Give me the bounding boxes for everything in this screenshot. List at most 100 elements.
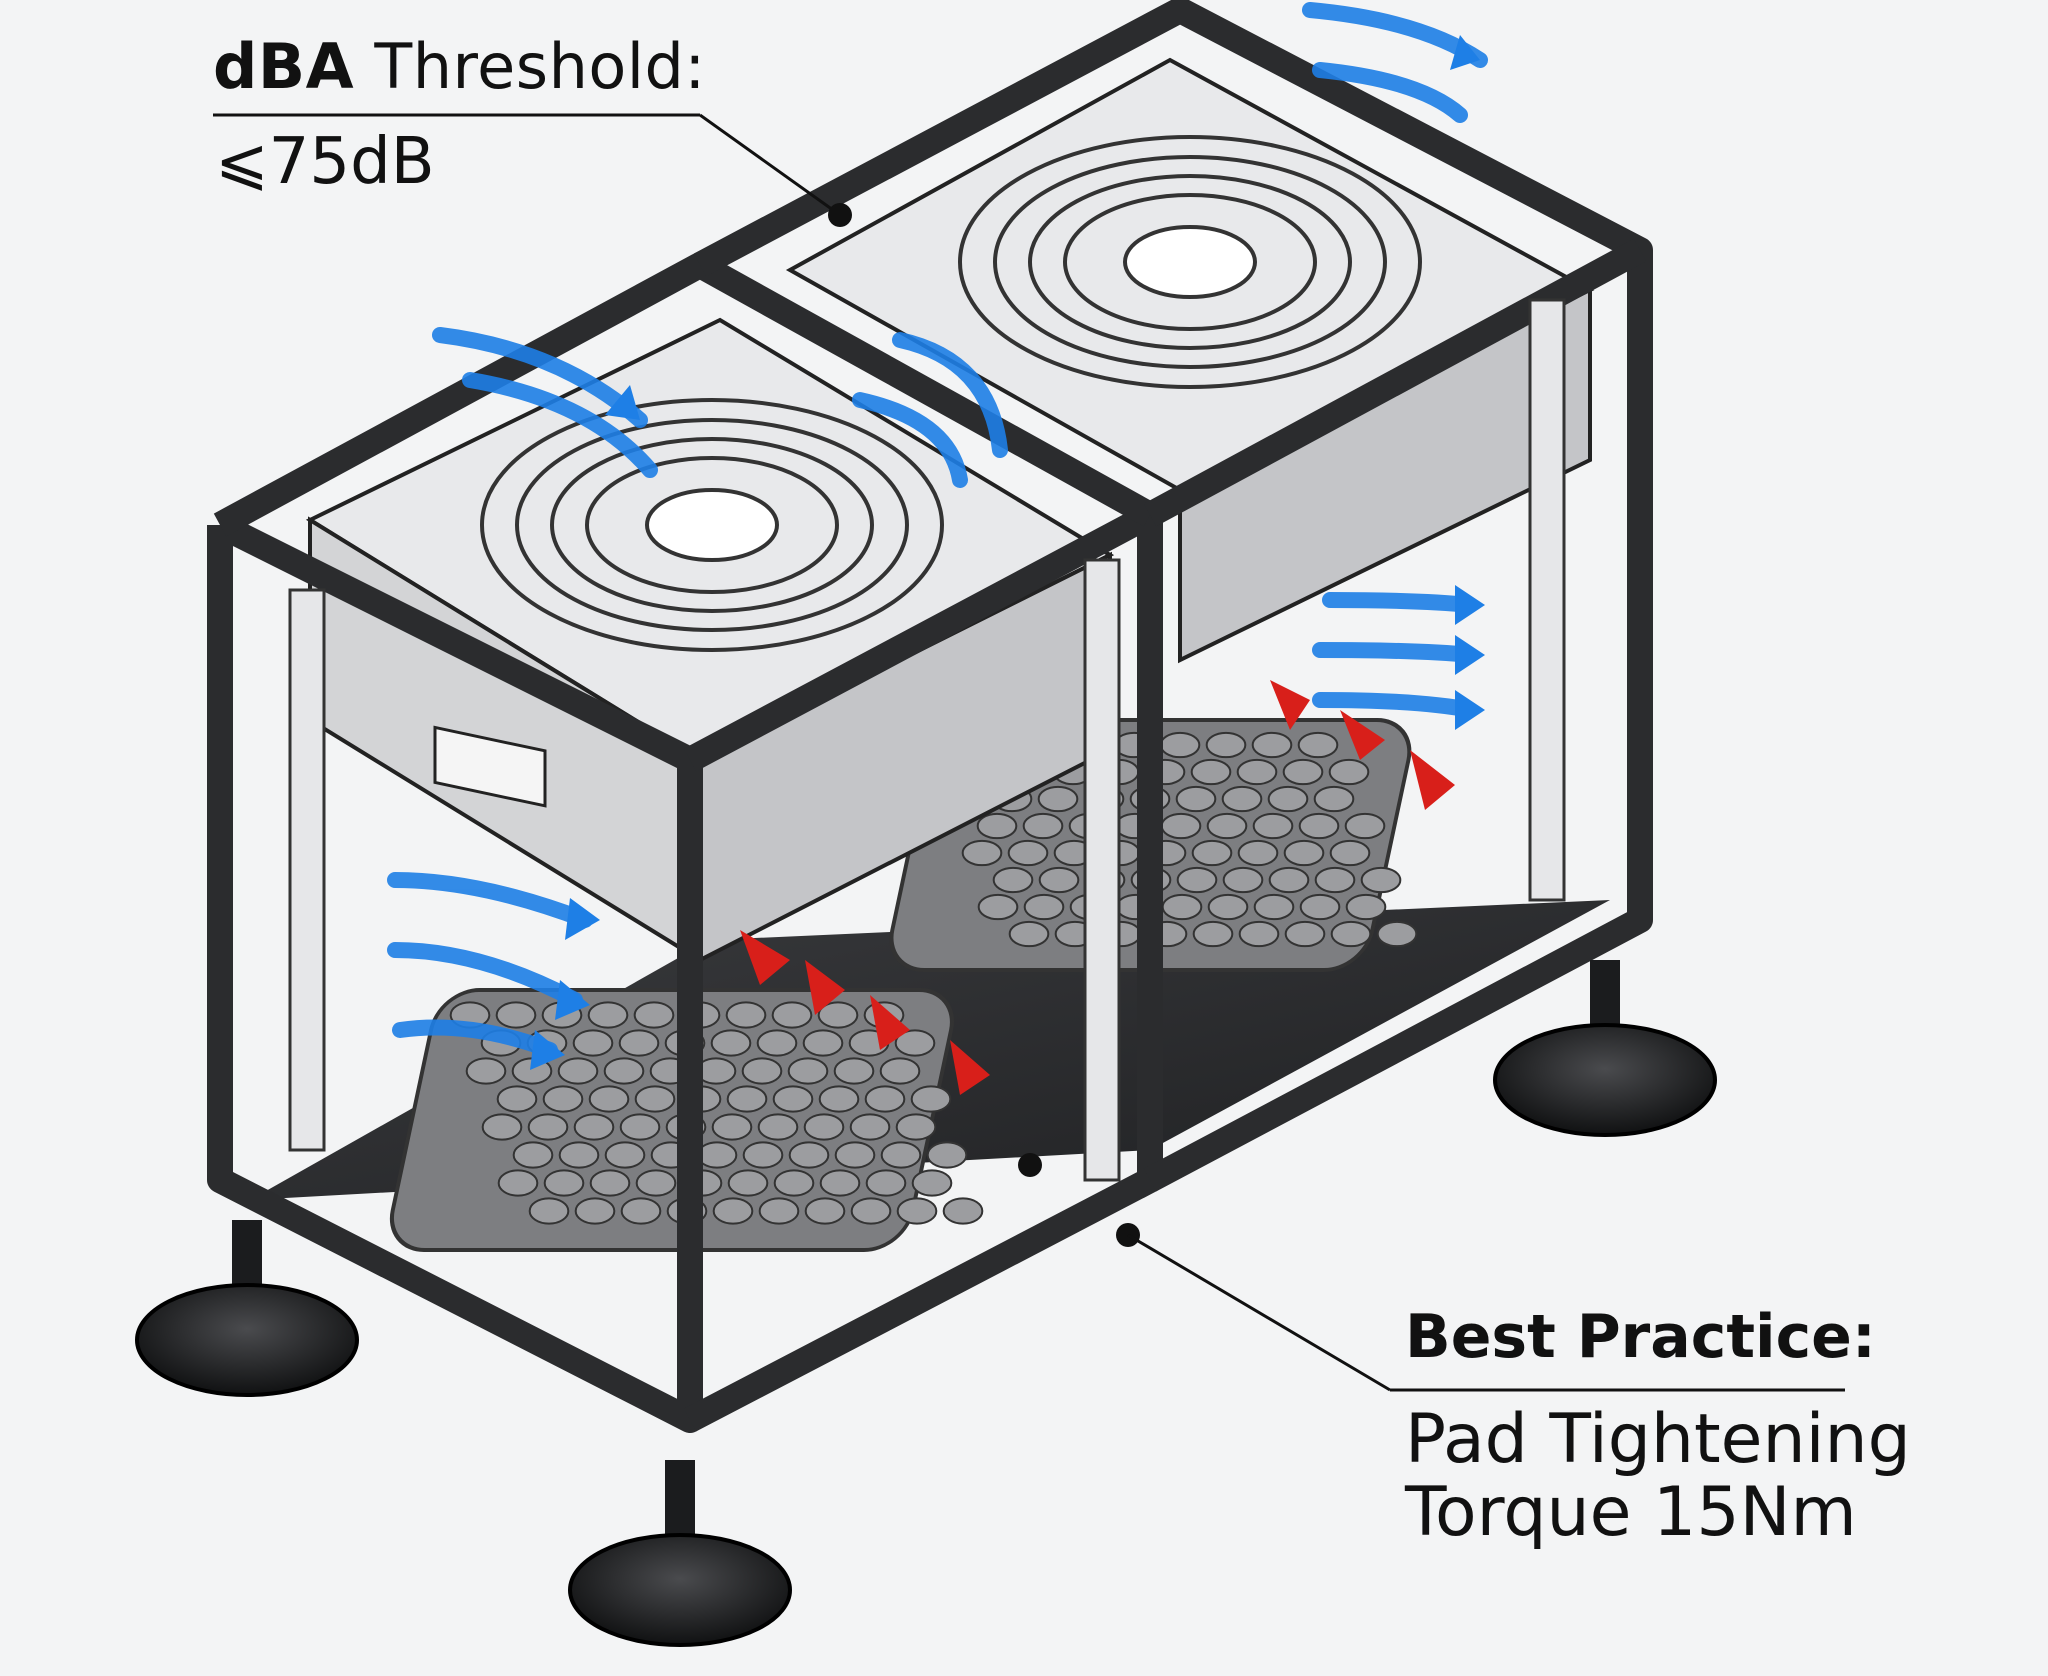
honeycomb-cell — [803, 1113, 845, 1141]
honeycomb-cell — [1175, 785, 1217, 813]
honeycomb-cell — [802, 1029, 844, 1057]
honeycomb-cell — [1267, 785, 1309, 813]
honeycomb-cell — [992, 866, 1034, 894]
honeycomb-cell — [942, 1197, 984, 1225]
leveling-foot-icon — [1493, 960, 1717, 1137]
honeycomb-cell — [527, 1113, 569, 1141]
honeycomb-cell — [1191, 839, 1233, 867]
honeycomb-cell — [1345, 893, 1387, 921]
honeycomb-cell — [635, 1169, 677, 1197]
honeycomb-cell — [1238, 920, 1280, 948]
best-practice-title: Best Practice: — [1405, 1302, 1876, 1372]
honeycomb-cell — [1283, 839, 1325, 867]
honeycomb-cell — [817, 1001, 859, 1029]
honeycomb-cell — [528, 1197, 570, 1225]
honeycomb-cell — [557, 1057, 599, 1085]
honeycomb-cell — [849, 1113, 891, 1141]
honeycomb-cell — [604, 1141, 646, 1169]
honeycomb-cell — [976, 812, 1018, 840]
honeycomb-cell — [1284, 920, 1326, 948]
honeycomb-cell — [771, 1001, 813, 1029]
honeycomb-cell — [819, 1169, 861, 1197]
honeycomb-cell — [497, 1169, 539, 1197]
honeycomb-cell — [465, 1057, 507, 1085]
honeycomb-cell — [788, 1141, 830, 1169]
honeycomb-cell — [587, 1001, 629, 1029]
honeycomb-cell — [926, 1141, 968, 1169]
honeycomb-cell — [1236, 758, 1278, 786]
honeycomb-cell — [961, 839, 1003, 867]
honeycomb-cell — [696, 1141, 738, 1169]
honeycomb-cell — [495, 1001, 537, 1029]
honeycomb-cell — [1007, 839, 1049, 867]
honeycomb-cell — [742, 1141, 784, 1169]
honeycomb-cell — [1252, 812, 1294, 840]
leveling-foot-icon — [568, 1460, 792, 1647]
honeycomb-cell — [1251, 731, 1293, 759]
vibration-arrow-icon — [740, 680, 1455, 1095]
honeycomb-cell — [756, 1029, 798, 1057]
fan-grille-icon — [958, 135, 1422, 389]
honeycomb-cell — [1222, 866, 1264, 894]
honeycomb-cell — [1190, 758, 1232, 786]
honeycomb-cell — [603, 1057, 645, 1085]
honeycomb-cell — [833, 1057, 875, 1085]
honeycomb-cell — [1161, 893, 1203, 921]
honeycomb-cell — [1038, 866, 1080, 894]
honeycomb-cell — [741, 1057, 783, 1085]
honeycomb-cell — [589, 1169, 631, 1197]
honeycomb-cell — [618, 1029, 660, 1057]
honeycomb-cell — [1192, 920, 1234, 948]
honeycomb-cell — [773, 1169, 815, 1197]
honeycomb-cell — [804, 1197, 846, 1225]
callout-leader-best-practice — [1018, 1153, 1845, 1392]
honeycomb-cell — [1206, 812, 1248, 840]
honeycomb-cell — [633, 1001, 675, 1029]
honeycomb-cell — [1299, 893, 1341, 921]
honeycomb-cell — [772, 1085, 814, 1113]
honeycomb-cell — [818, 1085, 860, 1113]
honeycomb-cell — [634, 1085, 676, 1113]
honeycomb-cell — [1329, 839, 1371, 867]
honeycomb-cell — [834, 1141, 876, 1169]
rack-rail — [288, 298, 1566, 1182]
honeycomb-cell — [1313, 785, 1355, 813]
airflow-arrowhead — [530, 35, 1485, 1070]
honeycomb-cell — [757, 1113, 799, 1141]
honeycomb-cell — [619, 1113, 661, 1141]
honeycomb-cell — [725, 1001, 767, 1029]
honeycomb-cell — [588, 1085, 630, 1113]
dba-threshold-label-bold: dBA — [213, 30, 355, 103]
honeycomb-cell — [977, 893, 1019, 921]
honeycomb-cell — [865, 1169, 907, 1197]
honeycomb-cell — [711, 1113, 753, 1141]
honeycomb-cell — [1022, 812, 1064, 840]
honeycomb-cell — [1268, 866, 1310, 894]
leveling-foot-icon — [135, 1220, 359, 1397]
honeycomb-cell — [896, 1197, 938, 1225]
honeycomb-cell — [1328, 758, 1370, 786]
honeycomb-cell — [542, 1085, 584, 1113]
dba-threshold-value: ⩽75dB — [215, 125, 435, 199]
airflow-arrow-icon — [387, 2, 1488, 1058]
honeycomb-cell — [481, 1113, 523, 1141]
honeycomb-cell — [574, 1197, 616, 1225]
damping-pad-left — [389, 988, 984, 1252]
honeycomb-cell — [1330, 920, 1372, 948]
honeycomb-cell — [894, 1029, 936, 1057]
honeycomb-cell — [512, 1141, 554, 1169]
honeycomb-cell — [879, 1057, 921, 1085]
honeycomb-cell — [572, 1029, 614, 1057]
honeycomb-cell — [1282, 758, 1324, 786]
honeycomb-cell — [558, 1141, 600, 1169]
best-practice-line-1: Pad Tightening — [1405, 1400, 1911, 1479]
honeycomb-cell — [1237, 839, 1279, 867]
honeycomb-cell — [787, 1057, 829, 1085]
honeycomb-cell — [620, 1197, 662, 1225]
honeycomb-cell — [864, 1085, 906, 1113]
honeycomb-cell — [712, 1197, 754, 1225]
honeycomb-cell — [1297, 731, 1339, 759]
honeycomb-cell — [727, 1169, 769, 1197]
honeycomb-cell — [1376, 920, 1418, 948]
